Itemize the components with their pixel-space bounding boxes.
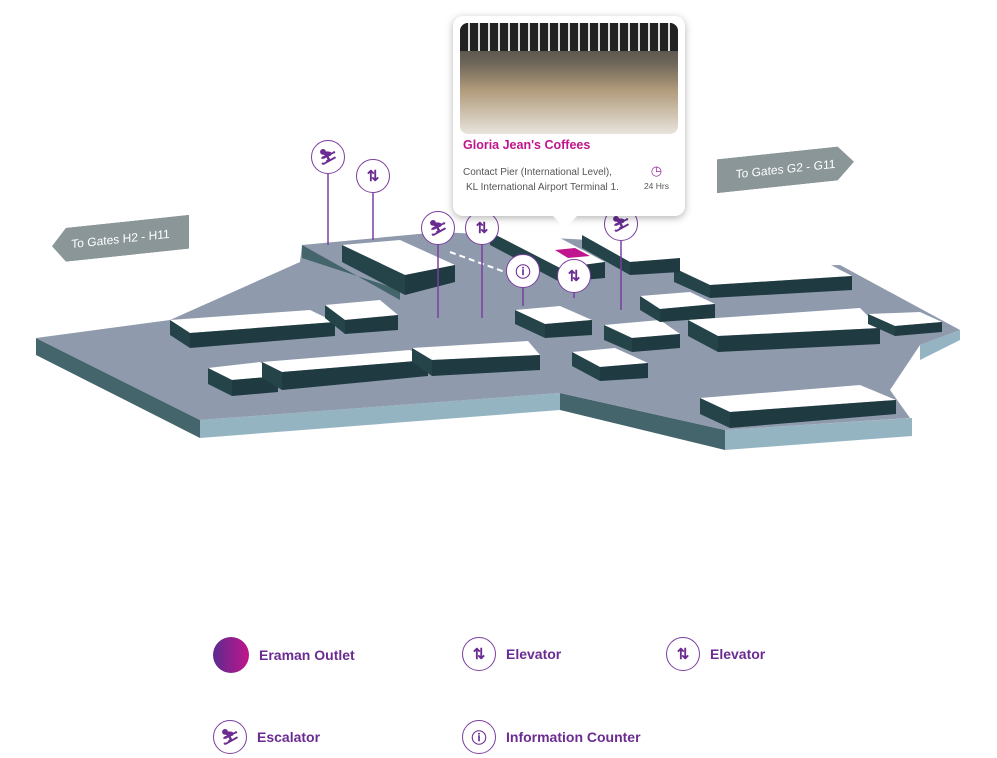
- floor-front-right: [725, 418, 912, 450]
- info-icon: ⓘ: [462, 720, 496, 754]
- sign-label: To Gates G2 - G11: [735, 156, 836, 182]
- floor-front-left: [36, 338, 200, 438]
- floor-front-mid: [560, 393, 725, 450]
- legend-elevator: ⇅ Elevator: [462, 637, 561, 671]
- legend-label: Information Counter: [506, 729, 641, 745]
- outlet-dot-icon: [213, 637, 249, 673]
- elevator-icon: ⇅: [666, 637, 700, 671]
- store-title: Gloria Jean's Coffees: [463, 138, 591, 152]
- hours-text: 24 Hrs: [643, 181, 669, 191]
- store-photo: [460, 23, 678, 134]
- store-address: Contact Pier (International Level), KL I…: [463, 165, 619, 195]
- store-hours: ◷ 24 Hrs: [644, 163, 669, 191]
- elevator-icon: ⇅: [462, 637, 496, 671]
- address-line-2: KL International Airport Terminal 1.: [466, 182, 619, 193]
- escalator-icon[interactable]: ⛷: [421, 211, 455, 245]
- legend-information-counter: ⓘ Information Counter: [462, 720, 641, 754]
- legend-label: Escalator: [257, 729, 321, 745]
- elevator-icon[interactable]: ⇅: [356, 159, 390, 193]
- info-icon[interactable]: ⓘ: [506, 254, 540, 288]
- legend-label: Eraman Outlet: [259, 647, 355, 663]
- legend-escalator: ⛷ Escalator: [213, 720, 320, 754]
- floor-front: [200, 393, 560, 438]
- eraman-outlet-highlight[interactable]: [555, 248, 590, 258]
- pin-lines: [327, 174, 622, 318]
- legend-elevator: ⇅ Elevator: [666, 637, 765, 671]
- store-blocks: [170, 222, 942, 428]
- store-popup[interactable]: Gloria Jean's Coffees Contact Pier (Inte…: [453, 16, 685, 228]
- legend-label: Elevator: [506, 646, 562, 662]
- legend-label: Elevator: [710, 646, 766, 662]
- escalator-icon[interactable]: ⛷: [311, 140, 345, 174]
- escalator-icon: ⛷: [213, 720, 247, 754]
- legend-eraman-outlet: Eraman Outlet: [213, 637, 355, 673]
- elevator-icon[interactable]: ⇅: [465, 211, 499, 245]
- floor-side-right: [920, 330, 960, 360]
- address-line-1: Contact Pier (International Level),: [463, 167, 612, 178]
- sign-label: To Gates H2 - H11: [71, 226, 170, 252]
- elevator-icon[interactable]: ⇅: [557, 259, 591, 293]
- clock-icon: ◷: [650, 163, 663, 178]
